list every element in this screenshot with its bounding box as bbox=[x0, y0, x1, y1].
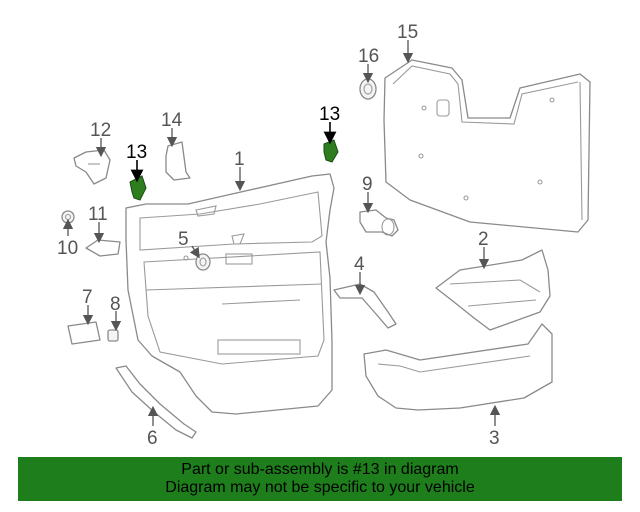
part-9-connector[interactable] bbox=[359, 209, 399, 237]
part-8-plug[interactable] bbox=[107, 329, 119, 342]
part-4-armrest-bracket[interactable] bbox=[333, 283, 397, 329]
part-1-door-trim-panel[interactable] bbox=[125, 173, 335, 415]
callout-1: 1 bbox=[234, 149, 245, 170]
part-15-door-panel[interactable] bbox=[383, 59, 591, 233]
callout-10: 10 bbox=[57, 238, 78, 259]
info-banner: Part or sub-assembly is #13 in diagram D… bbox=[18, 457, 622, 501]
callout-8: 8 bbox=[110, 294, 121, 315]
callout-15: 15 bbox=[397, 22, 418, 43]
part-11-insert[interactable] bbox=[85, 239, 121, 257]
callout-3: 3 bbox=[489, 428, 500, 449]
banner-line-1: Part or sub-assembly is #13 in diagram bbox=[181, 461, 459, 478]
callout-12: 12 bbox=[90, 120, 111, 141]
part-2-armrest[interactable] bbox=[435, 249, 551, 331]
part-10-clip[interactable] bbox=[61, 210, 75, 224]
part-7-lamp[interactable] bbox=[67, 321, 101, 345]
part-13-retainer-right[interactable] bbox=[323, 139, 339, 163]
callout-14: 14 bbox=[161, 110, 183, 131]
callout-4: 4 bbox=[354, 254, 365, 275]
part-13-retainer-left[interactable] bbox=[129, 175, 147, 201]
callout-16: 16 bbox=[358, 46, 379, 67]
callout-13-right: 13 bbox=[319, 104, 340, 125]
leader-lines bbox=[62, 40, 501, 426]
callout-9: 9 bbox=[362, 174, 373, 195]
callout-6: 6 bbox=[147, 428, 158, 449]
banner-line-2: Diagram may not be specific to your vehi… bbox=[165, 479, 475, 496]
callout-5: 5 bbox=[178, 229, 189, 250]
callout-7: 7 bbox=[82, 287, 93, 308]
callout-13-left: 13 bbox=[126, 142, 147, 163]
callout-11: 11 bbox=[88, 204, 108, 225]
part-12-handle[interactable] bbox=[73, 149, 111, 185]
part-16-grommet[interactable] bbox=[359, 78, 377, 100]
callout-2: 2 bbox=[478, 229, 489, 250]
part-6-seal-strip[interactable] bbox=[115, 365, 197, 439]
part-3-map-pocket[interactable] bbox=[363, 323, 553, 411]
part-5-knob[interactable] bbox=[195, 253, 211, 271]
part-14-bracket[interactable] bbox=[165, 141, 191, 181]
